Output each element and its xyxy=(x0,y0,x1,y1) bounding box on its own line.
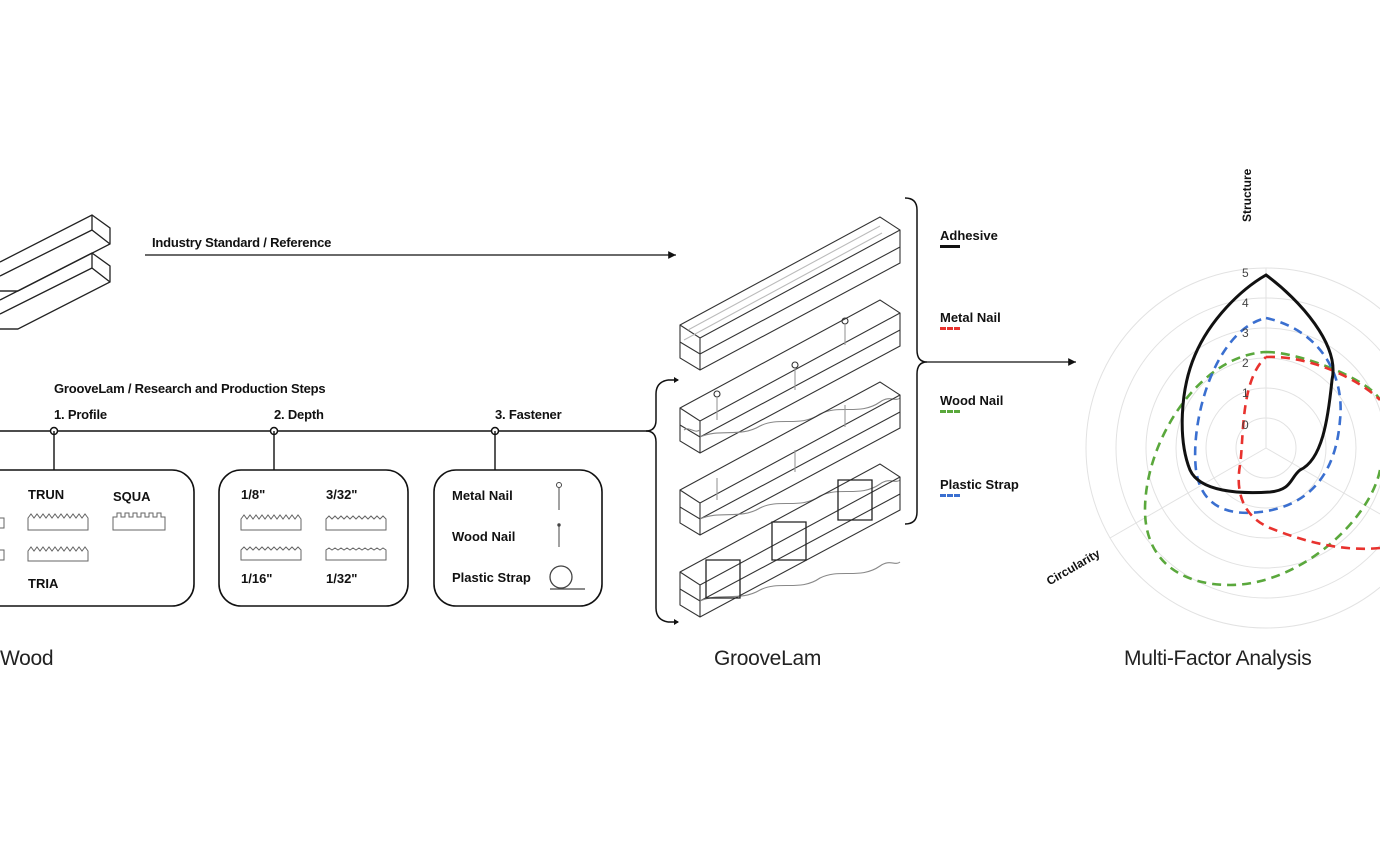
radar-axis-structure: Structure xyxy=(1240,168,1254,222)
legend-label-wood-nail: Wood Nail xyxy=(940,393,1004,408)
depth-card xyxy=(218,469,409,607)
legend-swatch-wood-nail xyxy=(940,410,960,413)
radar-tick-0: 0 xyxy=(1242,418,1249,432)
series-adhesive xyxy=(1180,273,1335,495)
caption-groovelam: GrooveLam xyxy=(714,647,822,670)
steps-heading: GrooveLam / Research and Production Step… xyxy=(54,381,326,396)
depth-item-1-16: 1/16" xyxy=(241,571,273,586)
radar-rings xyxy=(1085,267,1380,629)
profile-swatches xyxy=(0,512,166,562)
profile-card xyxy=(0,469,195,607)
series-plastic-strap xyxy=(1193,316,1342,515)
depth-item-1-32: 1/32" xyxy=(326,571,358,586)
depth-item-3-32: 3/32" xyxy=(326,487,358,502)
legend-label-metal-nail: Metal Nail xyxy=(940,310,1001,325)
fastener-item-metal-nail: Metal Nail xyxy=(452,488,513,503)
profile-item-tria: TRIA xyxy=(28,576,59,591)
radar-tick-3: 3 xyxy=(1242,326,1249,340)
fastener-item-wood-nail: Wood Nail xyxy=(452,529,516,544)
legend-swatch-plastic-strap xyxy=(940,494,960,497)
depth-item-1-8: 1/8" xyxy=(241,487,266,502)
fastener-card xyxy=(433,469,603,607)
radar-tick-1: 1 xyxy=(1242,386,1249,400)
groovelam-brace xyxy=(645,379,669,623)
radar-chart xyxy=(1085,267,1380,629)
legend-label-adhesive: Adhesive xyxy=(940,228,998,243)
legend-label-plastic-strap: Plastic Strap xyxy=(940,477,1019,492)
legend-swatch-adhesive xyxy=(940,245,960,248)
legend-brace xyxy=(904,197,928,525)
fastener-glyphs xyxy=(549,482,585,590)
profile-item-squa: SQUA xyxy=(113,489,151,504)
radar-tick-4: 4 xyxy=(1242,296,1249,310)
radar-tick-2: 2 xyxy=(1242,356,1249,370)
wood-boards-icon xyxy=(0,214,111,330)
step-fastener-label: 3. Fastener xyxy=(495,407,562,422)
fastener-item-plastic-strap: Plastic Strap xyxy=(452,570,531,585)
step-profile-label: 1. Profile xyxy=(54,407,107,422)
reference-label: Industry Standard / Reference xyxy=(152,235,332,250)
radar-tick-5: 5 xyxy=(1242,266,1249,280)
caption-wood: Wood xyxy=(0,647,54,670)
profile-item-trun: TRUN xyxy=(28,487,65,502)
series-metal-nail xyxy=(1237,355,1380,551)
depth-swatches xyxy=(240,514,387,561)
series-wood-nail xyxy=(1143,350,1380,587)
groovelam-assemblies-icon xyxy=(679,216,901,618)
legend-swatch-metal-nail xyxy=(940,327,960,330)
step-depth-label: 2. Depth xyxy=(274,407,324,422)
caption-multi-factor-analysis: Multi-Factor Analysis xyxy=(1124,647,1312,670)
